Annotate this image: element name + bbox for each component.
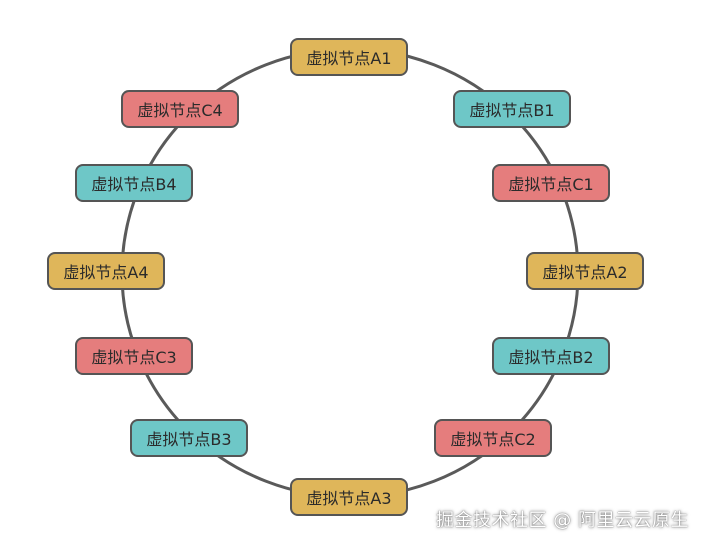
watermark: 掘金技术社区 @ 阿里云云原生: [436, 510, 689, 531]
virtual-node-b-2: 虚拟节点B2: [492, 337, 610, 375]
virtual-node-c-3: 虚拟节点C3: [75, 337, 193, 375]
virtual-node-c-1: 虚拟节点C1: [492, 164, 610, 202]
virtual-node-b-4: 虚拟节点B4: [75, 164, 193, 202]
virtual-node-a-2: 虚拟节点A2: [526, 252, 644, 290]
virtual-node-a-3: 虚拟节点A3: [290, 478, 408, 516]
virtual-node-b-1: 虚拟节点B1: [453, 90, 571, 128]
virtual-node-c-2: 虚拟节点C2: [434, 419, 552, 457]
virtual-node-a-4: 虚拟节点A4: [47, 252, 165, 290]
virtual-node-b-3: 虚拟节点B3: [130, 419, 248, 457]
virtual-node-c-4: 虚拟节点C4: [121, 90, 239, 128]
virtual-node-a-1: 虚拟节点A1: [290, 38, 408, 76]
